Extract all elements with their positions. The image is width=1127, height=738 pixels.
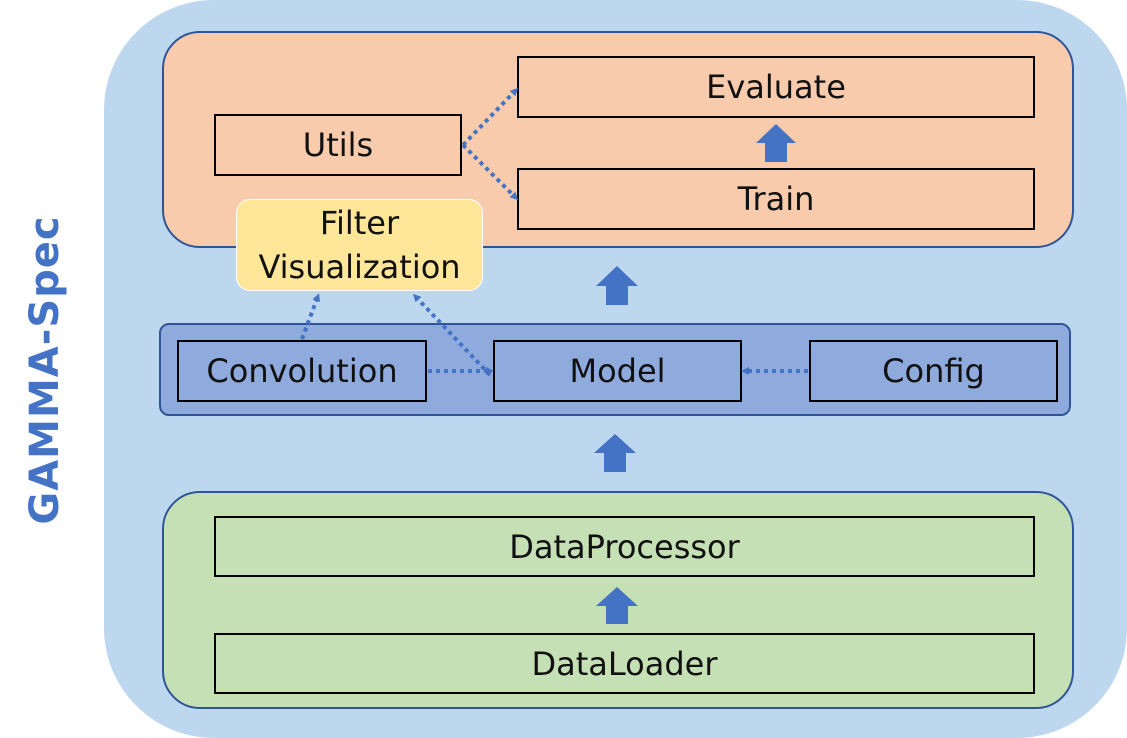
model-box: Model xyxy=(493,340,742,402)
convolution-box: Convolution xyxy=(177,340,427,402)
filter-visualization-box: Filter Visualization xyxy=(236,199,483,291)
block-arrow-loader-to-processor xyxy=(596,587,638,624)
utils-box: Utils xyxy=(214,114,462,176)
train-box: Train xyxy=(517,168,1035,230)
block-arrow-model-to-training xyxy=(596,266,638,305)
dotted-arrow-convolution-to-filter xyxy=(300,293,321,340)
filter-label-line2: Visualization xyxy=(258,248,461,286)
dotted-arrow-utils-to-train xyxy=(461,143,519,201)
dotted-arrow-utils-to-evaluate xyxy=(461,87,519,147)
evaluate-box: Evaluate xyxy=(517,56,1035,118)
data-loader-box: DataLoader xyxy=(214,633,1035,694)
block-arrow-data-to-model xyxy=(594,434,636,472)
config-box: Config xyxy=(809,340,1058,402)
block-arrow-train-to-evaluate xyxy=(756,124,796,162)
filter-label-line1: Filter xyxy=(319,204,400,242)
data-processor-box: DataProcessor xyxy=(214,516,1035,577)
dotted-arrow-filter-model xyxy=(412,293,492,377)
